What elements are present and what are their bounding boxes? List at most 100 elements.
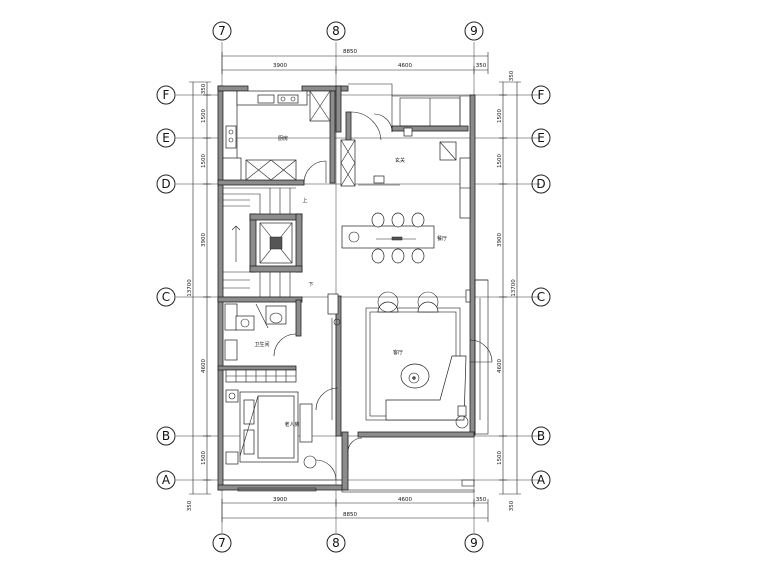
grid-bubble-8-top (326, 21, 346, 41)
grid-bubble-7-top (212, 21, 232, 41)
grid-label-7-top: 7 (218, 24, 226, 38)
pillow-2 (243, 429, 255, 455)
nightstand-1 (225, 389, 239, 403)
bathroom: 卫生间 (224, 303, 297, 361)
dim-right-seg-3: 1500 (497, 154, 503, 168)
dining-chair-3 (411, 212, 425, 228)
grid-label-D-left: D (161, 177, 170, 191)
bath-cabinet (224, 303, 238, 331)
wall-bedroom-east (335, 295, 342, 437)
grid-bubble-8-bottom (326, 533, 346, 553)
dim-left-seg-4: 3900 (201, 233, 207, 247)
grid-label-C-left: C (162, 290, 170, 304)
dim-left-seg-6: 1500 (201, 451, 207, 465)
dim-bottom-seg-2: 4600 (398, 497, 412, 503)
dim-right-seg-1: 350 (509, 70, 515, 81)
entry-door-swing (350, 111, 382, 141)
grid-bubble-A-right (531, 470, 551, 490)
grid-bubble-B-right (531, 426, 551, 446)
wall-west (217, 85, 224, 491)
grid-bubble-9-bottom (464, 533, 484, 553)
grid-label-B-right: B (537, 429, 545, 443)
stair-core: 上 下 (223, 187, 314, 297)
dim-left-seg-1: 350 (201, 83, 207, 94)
shoe-cabinet (340, 139, 356, 187)
bedroom: 老人房 (225, 369, 339, 481)
dining: 餐厅 (341, 212, 447, 264)
room-label-entry: 玄关 (395, 157, 405, 164)
pillow-1 (243, 399, 255, 425)
sofa (385, 355, 467, 421)
kitchen-appliance (225, 125, 237, 149)
grid-label-E-left: E (162, 131, 170, 145)
wall-living-south (357, 431, 475, 438)
dim-right-seg-6: 1500 (497, 451, 503, 465)
tv-cabinet (327, 293, 339, 315)
dining-chair-6 (411, 248, 425, 264)
grid-bubble-E-left (156, 128, 176, 148)
dimension-left: 350 1500 1500 3900 4600 1500 350 13700 (187, 81, 211, 511)
stair-label-up: 上 (302, 197, 307, 204)
grid-bubble-E-right (531, 128, 551, 148)
duvet (257, 395, 295, 459)
wall-south-1 (217, 484, 345, 491)
grid-bubble-7-bottom (212, 533, 232, 553)
grid-label-8-top: 8 (332, 24, 340, 38)
grid-label-F-left: F (163, 88, 170, 102)
dim-top-seg-1: 3900 (273, 63, 287, 69)
dining-table (341, 225, 435, 249)
dim-left-seg-5: 4600 (201, 359, 207, 373)
wall-east (469, 94, 476, 436)
grid-label-A-right: A (537, 473, 546, 487)
wall-kitchen-east (329, 90, 336, 184)
stair-label-down: 下 (308, 282, 313, 288)
dim-top-seg-2: 4600 (398, 63, 412, 69)
nightstand-2 (225, 451, 239, 465)
armchair-1 (377, 301, 399, 313)
grid-label-D-right: D (536, 177, 545, 191)
kitchen-counter-south (245, 159, 297, 181)
dining-chair-5 (391, 248, 405, 264)
wall-entry-jamb (345, 111, 352, 141)
kitchen-sink (257, 94, 275, 104)
room-label-living: 客厅 (393, 349, 403, 356)
dim-bottom-seg-3: 350 (476, 497, 487, 503)
grid-bubble-D-left (156, 174, 176, 194)
dim-bottom-seg-1: 3900 (273, 497, 287, 503)
grid-label-9-top: 9 (470, 24, 478, 38)
dim-right-total: 13700 (511, 279, 517, 297)
wall-core-east (295, 213, 303, 273)
grid-label-C-right: C (537, 290, 545, 304)
grid-label-F-right: F (538, 88, 545, 102)
dim-right-seg-4: 3900 (497, 233, 503, 247)
grid-bubble-9-top (464, 21, 484, 41)
grid-label-9-bottom: 9 (470, 536, 478, 550)
wall-core-north (249, 213, 303, 221)
wall-entry-west (335, 85, 342, 133)
grid-bubbles-top: 7 8 9 (212, 21, 484, 41)
dining-chair-1 (371, 212, 385, 228)
dimension-right: 350 1500 1500 3900 4600 1500 350 13700 (497, 70, 521, 511)
kitchen-cabinet-sw (222, 157, 242, 181)
wall-bath-east (295, 299, 302, 337)
wall-kitchen-south (217, 179, 305, 186)
dim-right-seg-2: 1500 (497, 109, 503, 123)
wall-core-west (249, 213, 257, 273)
wall-bath-south (217, 365, 297, 371)
dim-left-total: 13700 (187, 279, 193, 297)
grid-bubble-C-right (531, 287, 551, 307)
wall-north-1 (217, 85, 249, 92)
room-label-bath: 卫生间 (254, 341, 269, 348)
wall-core-south (249, 265, 303, 273)
grid-bubble-D-right (531, 174, 551, 194)
grid-bubbles-right: F E D C B A (531, 85, 551, 490)
kitchen-door-swing (303, 160, 327, 184)
grid-label-E-right: E (537, 131, 545, 145)
grid-bubble-F-right (531, 85, 551, 105)
dim-top-seg-3: 350 (476, 63, 487, 69)
kitchen: 厨房 (222, 90, 331, 184)
grid-bubbles-left: F E D C B A (156, 85, 176, 490)
living: 客厅 (327, 289, 493, 470)
dimension-top: 8850 3900 4600 350 (221, 49, 489, 74)
